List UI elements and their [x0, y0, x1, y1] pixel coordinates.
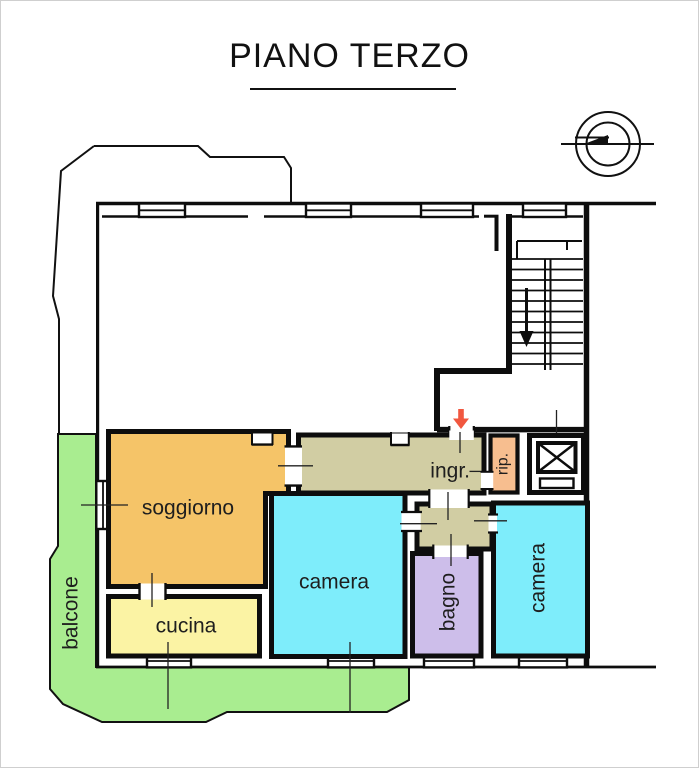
label-balcone: balcone	[60, 576, 83, 650]
room-disimpegno	[414, 501, 495, 552]
label-camera-1: camera	[299, 571, 369, 594]
door-caps	[138, 432, 498, 600]
stair-divider	[544, 259, 552, 370]
stairs-down-arrow-icon	[519, 288, 534, 347]
label-bagno: bagno	[437, 573, 460, 631]
label-cucina: cucina	[156, 615, 217, 638]
stairwell	[484, 214, 583, 371]
landing-walls	[434, 368, 589, 440]
window	[137, 202, 187, 219]
room-soggiorno	[106, 429, 291, 589]
building-outline	[51, 145, 292, 433]
stair-handrail	[516, 240, 582, 259]
room-camera-2	[491, 500, 590, 659]
centerline-ticks	[81, 410, 558, 713]
label-ingresso: ingr.	[430, 460, 470, 483]
north-compass-icon	[561, 111, 654, 177]
window	[304, 202, 353, 219]
stair-treads	[512, 258, 583, 365]
label-camera-2: camera	[527, 543, 550, 613]
room-ripostiglio	[488, 433, 520, 495]
label-ripostiglio: rip.	[495, 453, 512, 475]
window	[419, 202, 475, 219]
window	[521, 202, 568, 219]
label-soggiorno: soggiorno	[142, 497, 234, 520]
page-title: PIANO TERZO	[229, 37, 470, 75]
room-cucina	[106, 594, 262, 659]
top-windows	[137, 202, 568, 219]
elevator-icon	[527, 433, 586, 495]
room-camera-1	[269, 491, 408, 659]
title-underline	[250, 88, 456, 90]
entrance-arrow-icon	[453, 409, 469, 429]
